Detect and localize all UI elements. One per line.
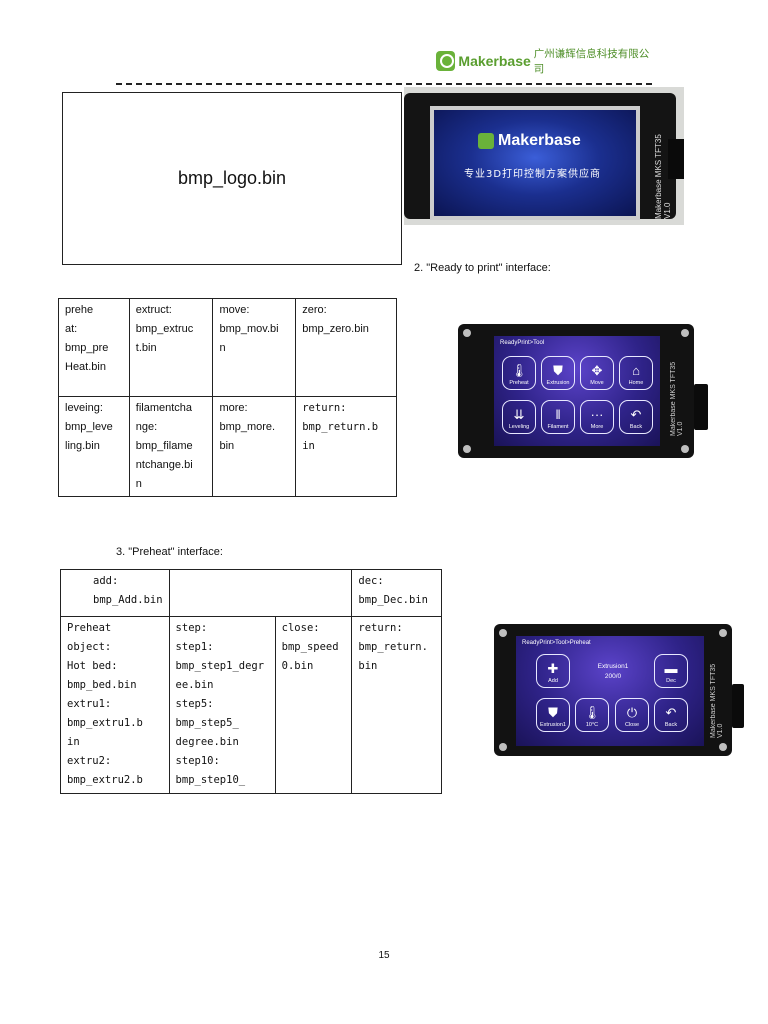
mount-hole: [719, 743, 727, 751]
thermometer-icon: 🌡: [583, 705, 601, 720]
table-cell: leveing: bmp_leve ling.bin: [58, 396, 130, 497]
power-icon: ⏻: [626, 705, 638, 720]
leveling-icon: ⇊: [513, 407, 525, 422]
home-icon: ⌂: [632, 363, 640, 378]
tile-filament[interactable]: ‖ Filament: [541, 400, 575, 434]
thermometer-icon: 🌡: [510, 363, 528, 378]
table-cell: more: bmp_more. bin: [212, 396, 297, 497]
table-cell: zero: bmp_zero.bin: [295, 298, 397, 397]
tile-label: Leveling: [508, 424, 530, 430]
mount-hole: [463, 445, 471, 453]
ready-interface-table: prehe at: bmp_pre Heat.bin extruct: bmp_…: [58, 298, 397, 497]
plus-icon: ✚: [547, 661, 559, 676]
mount-hole: [499, 743, 507, 751]
tile-back[interactable]: ↶ Back: [619, 400, 653, 434]
mount-hole: [681, 445, 689, 453]
board-side-label: Makerbase MKS TFT35 V1.0: [710, 663, 724, 738]
device-screen: ReadyPrint>Tool 🌡 Preheat ⛊ Extrusion ✥ Mov…: [494, 336, 660, 446]
breadcrumb: ReadyPrint>Tool>Preheat: [522, 640, 591, 646]
tile-label: Extrusion: [546, 380, 570, 386]
tile-label: Extrusion1: [540, 722, 566, 728]
header-divider: [116, 83, 652, 85]
status-temperature: 200/0: [604, 673, 622, 680]
more-dots-icon: ···: [590, 407, 604, 422]
mount-hole: [719, 629, 727, 637]
makerbase-logo-icon: [478, 133, 494, 149]
logo-placeholder-box: bmp_logo.bin: [62, 92, 402, 265]
table-cell: filamentcha nge: bmp_filame ntchange.bi …: [128, 396, 214, 497]
tile-label: Back: [629, 424, 643, 430]
table-cell: extruct: bmp_extruc t.bin: [128, 298, 214, 397]
table-cell: dec: bmp_Dec.bin: [351, 569, 442, 617]
device-photo-boot: Makerbase 专业3D打印控制方案供应商 Makerbase MKS TF…: [404, 87, 684, 225]
table-cell: add: bmp_Add.bin: [60, 569, 170, 617]
tile-more[interactable]: ··· More: [580, 400, 614, 434]
table-cell: move: bmp_mov.bi n: [212, 298, 297, 397]
logo-box-label: bmp_logo.bin: [177, 168, 287, 188]
tile-add[interactable]: ✚ Add: [536, 654, 570, 688]
header-brand-cn: 广州谦辉信息科技有限公司: [533, 48, 650, 75]
tile-dec[interactable]: ▬ Dec: [654, 654, 688, 688]
tile-label: Home: [628, 380, 644, 386]
tile-back[interactable]: ↶ Back: [654, 698, 688, 732]
mount-hole: [681, 329, 689, 337]
table-cell: return: bmp_return.b in: [295, 396, 397, 497]
back-arrow-icon: ↶: [665, 705, 677, 720]
screen-brand-text: Makerbase: [498, 132, 581, 149]
back-arrow-icon: ↶: [630, 407, 642, 422]
tile-label: Back: [664, 722, 678, 728]
screen-subtitle: 专业3D打印控制方案供应商: [464, 169, 602, 180]
filament-icon: ‖: [555, 407, 561, 422]
screen-brand: Makerbase: [478, 132, 581, 150]
tile-step[interactable]: 🌡 10°C: [575, 698, 609, 732]
tile-label: Dec: [666, 678, 676, 684]
table-cell: return: bmp_return. bin: [351, 616, 442, 794]
tile-leveling[interactable]: ⇊ Leveling: [502, 400, 536, 434]
tile-label: Close: [624, 722, 640, 728]
minus-icon: ▬: [664, 661, 678, 676]
header-logo: Makerbase 广州谦辉信息科技有限公司: [436, 48, 656, 75]
table-cell: [168, 569, 353, 617]
tile-label: Move: [590, 380, 604, 386]
board-side-label: Makerbase MKS TFT35 V1.0: [670, 361, 684, 436]
device-board: Makerbase 专业3D打印控制方案供应商 Makerbase MKS TF…: [404, 93, 676, 220]
board-connector: [732, 684, 744, 728]
mount-hole: [463, 329, 471, 337]
section3-caption: 3. "Preheat" interface:: [116, 546, 223, 558]
tile-move[interactable]: ✥ Move: [580, 356, 614, 390]
device-preheat: ReadyPrint>Tool>Preheat ✚ Add Extrusion1 …: [494, 624, 744, 756]
board-connector: [694, 384, 708, 430]
tile-label: 10°C: [585, 722, 599, 728]
tile-extrusion[interactable]: ⛊ Extrusion: [541, 356, 575, 390]
tile-close[interactable]: ⏻ Close: [615, 698, 649, 732]
breadcrumb: ReadyPrint>Tool: [500, 340, 545, 346]
preheat-interface-table: add: bmp_Add.bin dec: bmp_Dec.bin Prehea…: [60, 569, 442, 794]
tile-label: Add: [548, 678, 558, 684]
status-target: Extrusion1: [597, 663, 629, 670]
device-ready-to-print: ReadyPrint>Tool 🌡 Preheat ⛊ Extrusion ✥ Mov…: [458, 324, 708, 458]
page-number: 15: [378, 950, 390, 961]
tile-extrusion1[interactable]: ⛊ Extrusion1: [536, 698, 570, 732]
temperature-status: Extrusion1 200/0: [576, 662, 650, 682]
table-cell: Preheat object: Hot bed: bmp_bed.bin ext…: [60, 616, 170, 794]
tile-label: More: [590, 424, 604, 430]
table-cell: close: bmp_speed 0.bin: [274, 616, 353, 794]
tile-home[interactable]: ⌂ Home: [619, 356, 653, 390]
extruder-icon: ⛊: [553, 363, 563, 378]
table-cell: prehe at: bmp_pre Heat.bin: [58, 298, 130, 397]
board-connector: [668, 139, 684, 179]
tile-label: Preheat: [509, 380, 529, 386]
device-screen: ReadyPrint>Tool>Preheat ✚ Add Extrusion1 …: [516, 636, 704, 746]
table-cell: step: step1: bmp_step1_degr ee.bin step5…: [168, 616, 276, 794]
device-screen: Makerbase 专业3D打印控制方案供应商: [430, 106, 640, 220]
tile-preheat[interactable]: 🌡 Preheat: [502, 356, 536, 390]
move-arrows-icon: ✥: [591, 363, 603, 378]
section2-caption: 2. "Ready to print" interface:: [414, 262, 551, 274]
makerbase-logo-icon: [436, 51, 456, 71]
header-brand: Makerbase: [458, 53, 531, 69]
mount-hole: [499, 629, 507, 637]
extruder-icon: ⛊: [548, 705, 558, 720]
tile-label: Filament: [547, 424, 569, 430]
